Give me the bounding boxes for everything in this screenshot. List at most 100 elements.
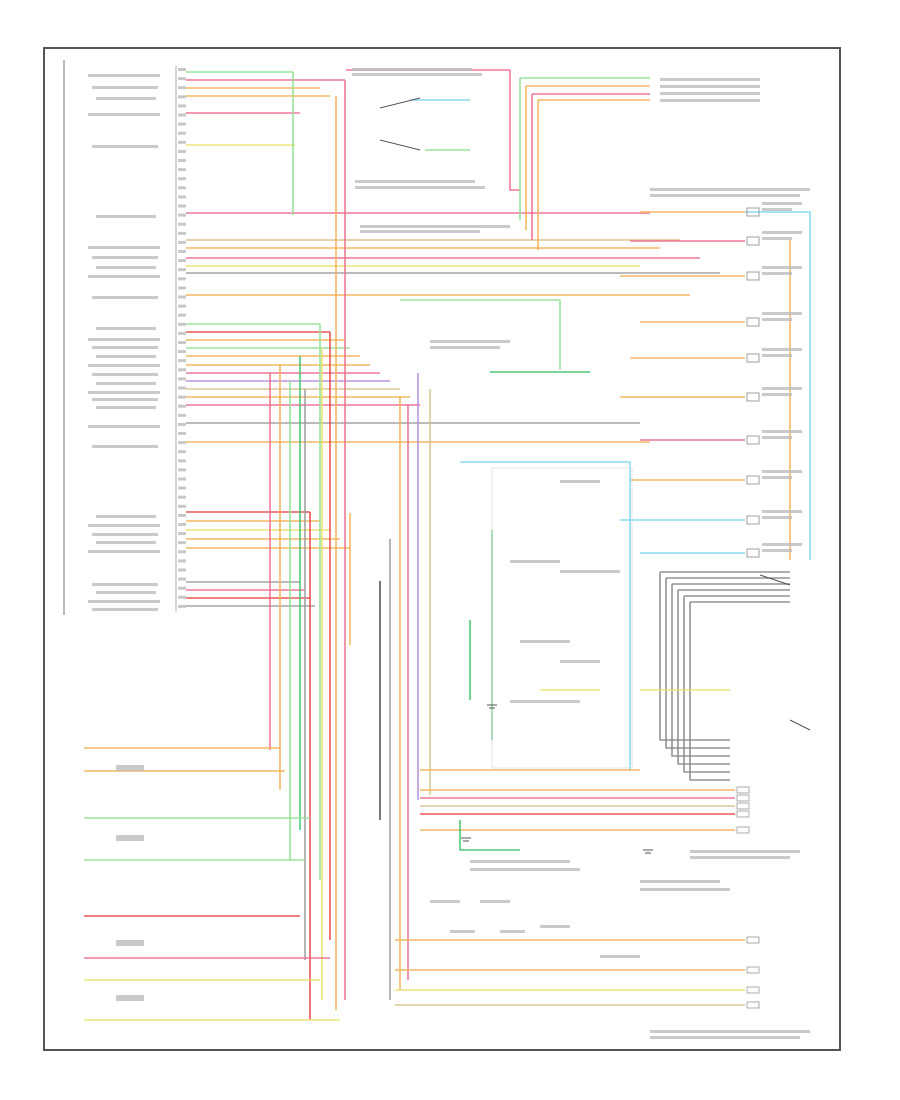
relay-bundle-wire [689,602,730,781]
connector-pin [178,477,186,481]
component-label [450,930,475,933]
connector-icon [746,1001,760,1009]
connector-pin [178,122,186,126]
connector-pin [178,149,186,153]
module-outline [491,467,633,769]
signal-label [96,382,156,385]
connector-pin [178,286,186,290]
connector-icon [736,826,750,834]
signal-label [96,97,156,100]
relay-bundle-wire [683,596,730,773]
connector-pin [178,450,186,454]
connector-pin [178,277,186,281]
signal-label [92,373,158,376]
module-connector-block [63,60,186,615]
module-label [560,660,600,663]
connector-pin [178,586,186,590]
connector-pin [178,313,186,317]
sensor-label [762,312,802,315]
module-label [430,346,500,349]
connector-icon [746,317,760,327]
switch-icon [379,97,421,109]
connector-pin [178,468,186,472]
sensor-label [762,237,792,240]
header-label [660,99,760,102]
signal-label [96,215,156,218]
connector-pin [178,604,186,608]
module-label [360,230,480,233]
connector-pin [178,550,186,554]
module-wire [460,461,631,770]
signal-label [92,346,158,349]
switch-label [352,68,472,71]
connector-pin [178,295,186,299]
signal-label [88,74,160,77]
connector-pin [178,304,186,308]
sensor-label [762,430,802,433]
signal-label [88,550,160,553]
connector-pin [178,595,186,599]
module-label [360,225,510,228]
sensor-label [762,516,792,519]
signal-label [88,524,160,527]
signal-label [92,583,158,586]
connector-icon [746,936,760,944]
sensor-label [762,354,792,357]
sensor-label [116,835,144,841]
relay-bundle-wire [665,578,730,749]
component-label [600,955,640,958]
connector-pin [178,322,186,326]
relay-bundle-wire [659,572,730,741]
component-label [540,925,570,928]
sensor-label [762,436,792,439]
connector-icon [746,207,760,217]
connector-icon [746,515,760,525]
module-label [560,480,600,483]
connector-pin [178,268,186,272]
bottom-wire [459,820,520,851]
connector-icon [736,810,750,818]
signal-label [92,145,158,148]
diagram-frame [43,47,841,1051]
signal-label [88,275,160,278]
module-label [355,186,485,189]
connector-icon [746,353,760,363]
connector-pin [178,532,186,536]
switch-icon [789,719,811,731]
module-label [430,340,510,343]
connector-pin [178,213,186,217]
signal-label [92,533,158,536]
connector-pin [178,577,186,581]
sensor-label [116,940,144,946]
connector-pin [178,541,186,545]
signal-label [92,86,158,89]
signal-label [88,600,160,603]
connector-icon [746,475,760,485]
connector-pin [178,377,186,381]
switch-icon [759,574,791,586]
connector-pin [178,413,186,417]
signal-label [92,296,158,299]
connector-pin [178,86,186,90]
connector-pin [178,331,186,335]
connector-pin [178,195,186,199]
connector-pin [178,177,186,181]
connector-pin [178,459,186,463]
connector-icon [746,966,760,974]
connector-pin [178,504,186,508]
module-label [520,640,570,643]
ground-label [690,856,790,859]
header-label [660,92,760,95]
sensor-label [116,765,144,771]
connector-pin [178,104,186,108]
module-label [510,560,560,563]
connector-icon [746,236,760,246]
connector-icon [746,986,760,994]
connector-icon [746,435,760,445]
sensor-label [762,208,792,211]
connector-pin [178,386,186,390]
switch-feed-wire [509,100,520,191]
connector-pin [178,222,186,226]
sensor-label [762,476,792,479]
